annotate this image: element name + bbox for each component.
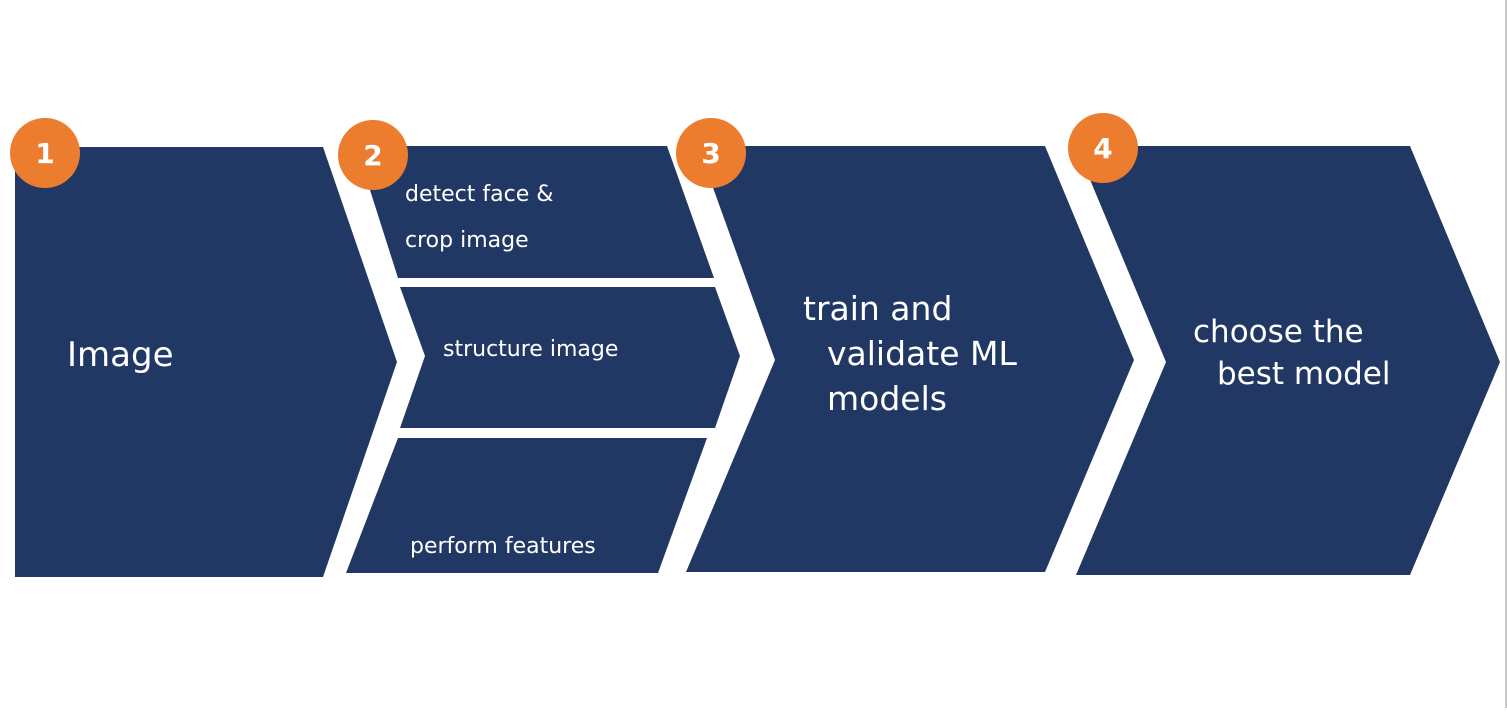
flow-shapes [15, 146, 1500, 577]
step-4-number: 4 [1093, 131, 1113, 165]
step-3-line-2: validate ML [827, 334, 1017, 373]
step-4-line-2: best model [1217, 356, 1391, 392]
step-2a-line-2: crop image [405, 228, 529, 253]
step-4-badge: 4 [1068, 113, 1138, 183]
step-2b-shape [400, 287, 740, 428]
step-2c-line-2: processing [403, 630, 522, 655]
step-2b-label: structure image [443, 337, 618, 362]
step-1-label: Image [67, 335, 173, 375]
step-3-number: 3 [701, 136, 721, 170]
process-flow-diagram: Image detect face & crop image structure… [10, 0, 1507, 708]
step-3-line-1: train and [803, 289, 953, 328]
step-1-number: 1 [35, 136, 55, 170]
step-3-shape [686, 146, 1134, 572]
step-3-badge: 3 [676, 118, 746, 188]
step-4-line-1: choose the [1193, 314, 1364, 350]
step-2-number: 2 [363, 138, 383, 172]
step-1-shape [15, 147, 397, 577]
step-3-line-3: models [827, 379, 947, 418]
right-border [1505, 0, 1507, 708]
step-2c-shape [346, 438, 707, 573]
step-2c-label: perform features processing [403, 467, 596, 723]
step-2a-shape [356, 146, 714, 278]
step-2a-label: detect face & crop image [405, 172, 553, 264]
step-2-badge: 2 [338, 120, 408, 190]
step-2c-line-1: perform features [403, 534, 596, 559]
step-1-badge: 1 [10, 118, 80, 188]
step-4-shape [1076, 146, 1500, 575]
step-2a-line-1: detect face & [405, 182, 554, 207]
step-4-label: choose the best model [1193, 311, 1390, 395]
step-2b-line-1: structure image [443, 337, 619, 362]
step-3-label: train and validate ML models [803, 286, 1017, 421]
step-1-line-1: Image [67, 335, 174, 375]
